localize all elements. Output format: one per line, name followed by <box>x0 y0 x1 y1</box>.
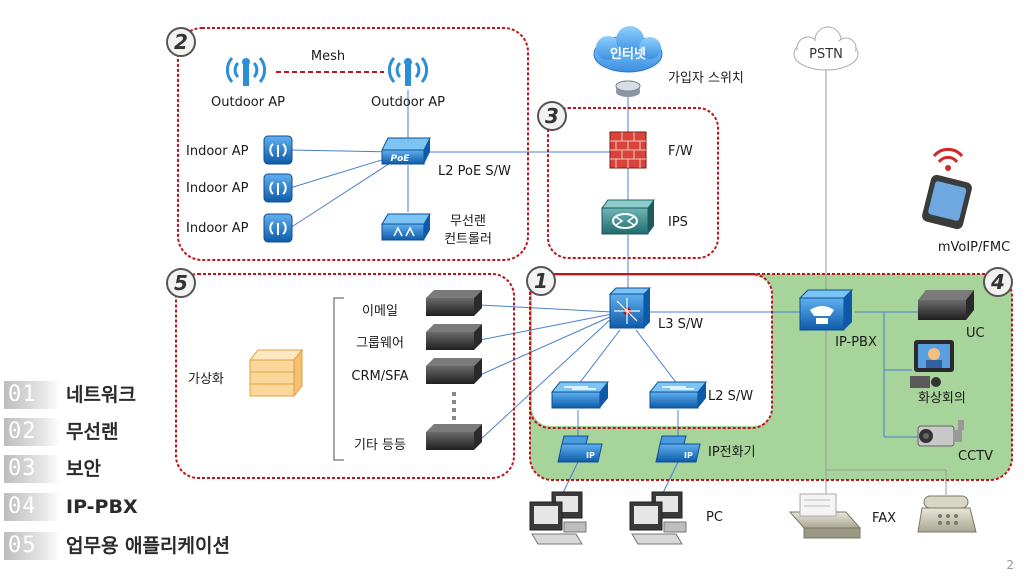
others-label: 기타 등등 <box>354 438 406 453</box>
legend-label: 보안 <box>66 458 101 480</box>
l2-switch-icon <box>550 381 610 409</box>
wlan-controller-icon <box>381 213 431 241</box>
video-conf-label: 화상회의 <box>918 391 966 406</box>
svg-text:PoE: PoE <box>391 154 411 164</box>
zone-badge-2: 2 <box>166 27 196 57</box>
telephone-icon <box>917 495 977 533</box>
cctv-icon <box>917 420 964 447</box>
video-conference-icon <box>910 340 954 388</box>
zone-borders <box>175 27 1013 481</box>
internet-cloud-icon: 인터넷 <box>593 26 663 73</box>
legend-number: 03 <box>4 455 60 483</box>
app-bracket <box>333 297 344 461</box>
svg-text:IP: IP <box>684 451 693 460</box>
ip-phone-label: IP전화기 <box>708 445 756 460</box>
svg-text:1: 1 <box>534 269 548 293</box>
svg-text:5: 5 <box>174 271 188 295</box>
svg-text:PSTN: PSTN <box>809 47 843 62</box>
wifi-signal-icon <box>932 147 964 171</box>
virtualization-icon <box>248 348 304 398</box>
wlan-controller-label: 컨트롤러 <box>444 232 492 247</box>
server-icon <box>426 324 482 350</box>
zone-badge-4: 4 <box>983 267 1013 297</box>
ip-phone-icon: IP <box>557 435 603 463</box>
subscriber-switch-label: 가입자 스위치 <box>668 71 744 86</box>
indoor-ap-label: Indoor AP <box>186 221 249 236</box>
legend-label: 업무용 애플리케이션 <box>66 535 230 557</box>
crm-label: CRM/SFA <box>351 369 408 384</box>
ip-phone-icon: IP <box>655 435 701 463</box>
indoor-ap-icon <box>263 213 293 243</box>
fax-icon <box>788 493 862 539</box>
uc-label: UC <box>966 326 985 341</box>
pc-icon <box>529 491 587 545</box>
legend-number: 02 <box>4 418 60 446</box>
mobile-phone-icon <box>922 174 972 230</box>
legend-item-ip-pbx: 04 IP-PBX <box>0 493 320 523</box>
ips-icon <box>601 199 655 235</box>
indoor-ap-label: Indoor AP <box>186 181 249 196</box>
indoor-ap-icon <box>263 135 293 165</box>
firewall-icon <box>609 131 647 169</box>
l2-switch-label: L2 S/W <box>708 389 753 404</box>
poe-switch-icon: PoE <box>381 137 431 165</box>
cctv-label: CCTV <box>958 449 993 464</box>
pstn-cloud-icon: PSTN <box>793 26 859 71</box>
legend-item-applications: 05 업무용 애플리케이션 <box>0 532 320 562</box>
groupware-label: 그룹웨어 <box>356 336 404 351</box>
legend-label: IP-PBX <box>66 496 138 518</box>
indoor-ap-label: Indoor AP <box>186 144 249 159</box>
outdoor-ap-icon <box>225 57 267 86</box>
outdoor-ap-label: Outdoor AP <box>371 95 445 110</box>
zone-badge-5: 5 <box>166 268 196 298</box>
svg-text:IP: IP <box>586 451 595 460</box>
svg-text:4: 4 <box>990 270 1005 294</box>
poe-switch-label: L2 PoE S/W <box>438 164 511 179</box>
outdoor-ap-icon <box>387 57 429 86</box>
legend-item-wireless: 02 무선랜 <box>0 418 320 448</box>
pstn-lines <box>825 70 947 500</box>
l3-switch-label: L3 S/W <box>658 317 703 332</box>
l3-switch-icon <box>608 287 652 329</box>
uc-server-icon <box>918 290 974 320</box>
mvoip-label: mVoIP/FMC <box>938 240 1010 255</box>
fax-label: FAX <box>872 511 896 526</box>
legend-label: 무선랜 <box>66 421 119 443</box>
zone-badge-1: 1 <box>526 266 556 296</box>
legend-item-network: 01 네트워크 <box>0 381 320 411</box>
subscriber-switch-icon <box>615 80 641 97</box>
server-icon <box>426 424 482 450</box>
legend-number: 04 <box>4 493 60 521</box>
ip-pbx-icon <box>798 289 854 331</box>
l2-switch-icon <box>648 381 708 409</box>
outdoor-ap-label: Outdoor AP <box>211 95 285 110</box>
legend-number: 05 <box>4 532 60 560</box>
firewall-label: F/W <box>668 144 693 159</box>
zone-badge-3: 3 <box>537 101 567 131</box>
server-icon <box>426 358 482 384</box>
pc-icon <box>629 491 687 545</box>
svg-text:2: 2 <box>174 30 188 54</box>
legend-label: 네트워크 <box>66 384 136 406</box>
ip-pbx-label: IP-PBX <box>835 335 877 350</box>
ellipsis-dots <box>452 392 456 420</box>
legend-item-security: 03 보안 <box>0 455 320 485</box>
page-number: 2 <box>1006 558 1014 572</box>
email-label: 이메일 <box>362 304 398 319</box>
pc-label: PC <box>706 510 723 525</box>
server-icon <box>426 290 482 316</box>
svg-text:3: 3 <box>545 104 559 128</box>
mesh-label: Mesh <box>311 49 345 64</box>
ips-label: IPS <box>668 215 688 230</box>
virtualization-label: 가상화 <box>188 372 224 387</box>
svg-text:인터넷: 인터넷 <box>610 46 646 62</box>
indoor-ap-icon <box>263 173 293 203</box>
wlan-controller-label: 무선랜 <box>450 214 486 229</box>
legend-number: 01 <box>4 381 60 409</box>
connection-lines <box>289 90 920 496</box>
